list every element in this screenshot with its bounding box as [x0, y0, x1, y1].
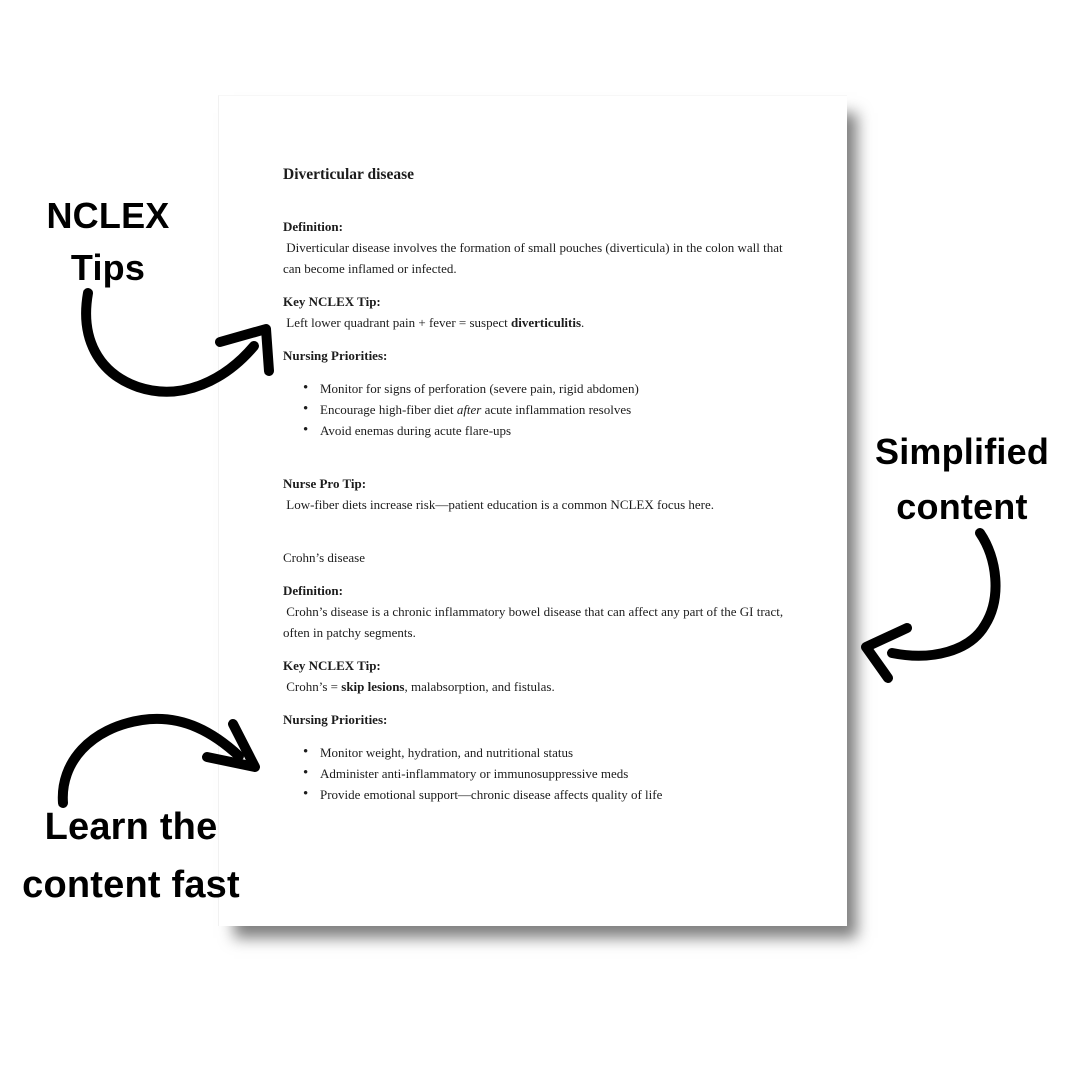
- callout-learn-fast: Learn the content fast: [5, 798, 257, 914]
- key-tip-section: Key NCLEX Tip: Left lower quadrant pain …: [283, 291, 791, 333]
- callout-line: Learn the: [44, 806, 218, 848]
- key-tip-text: Crohn’s = skip lesions, malabsorption, a…: [283, 679, 555, 694]
- document-title: Diverticular disease: [283, 166, 415, 183]
- pro-tip-text: Low-fiber diets increase risk—patient ed…: [283, 497, 715, 512]
- definition-text: Crohn’s disease is a chronic inflammator…: [283, 604, 787, 640]
- crohns-key-tip-section: Key NCLEX Tip: Crohn’s = skip lesions, m…: [283, 655, 791, 697]
- list-item: Encourage high-fiber diet after acute in…: [303, 399, 791, 420]
- list-item: Monitor weight, hydration, and nutrition…: [303, 742, 791, 763]
- priorities-list: Monitor for signs of perforation (severe…: [283, 378, 791, 441]
- document-content: Diverticular disease Definition: Diverti…: [283, 164, 791, 805]
- list-item: Avoid enemas during acute flare-ups: [303, 420, 791, 441]
- definition-heading: Definition:: [283, 583, 343, 598]
- nursing-priorities-heading: Nursing Priorities:: [283, 712, 388, 727]
- curved-arrow-icon: [861, 528, 1001, 683]
- callout-line: content: [896, 486, 1028, 527]
- crohns-subtitle-block: Crohn’s disease: [283, 547, 791, 568]
- priorities-list: Monitor weight, hydration, and nutrition…: [283, 742, 791, 805]
- key-tip-heading: Key NCLEX Tip:: [283, 294, 381, 309]
- nursing-priorities-heading: Nursing Priorities:: [283, 348, 388, 363]
- callout-line: NCLEX: [46, 195, 170, 236]
- crohns-subtitle: Crohn’s disease: [283, 550, 365, 565]
- crohns-definition-section: Definition: Crohn’s disease is a chronic…: [283, 580, 791, 643]
- curved-arrow-icon: [81, 288, 274, 397]
- list-item: Monitor for signs of perforation (severe…: [303, 378, 791, 399]
- pro-tip-section: Nurse Pro Tip: Low-fiber diets increase …: [283, 473, 791, 515]
- key-tip-heading: Key NCLEX Tip:: [283, 658, 381, 673]
- nursing-priorities-section: Nursing Priorities: Monitor for signs of…: [283, 345, 791, 441]
- definition-section: Definition: Diverticular disease involve…: [283, 216, 791, 279]
- list-item: Provide emotional support—chronic diseas…: [303, 784, 791, 805]
- definition-text: Diverticular disease involves the format…: [283, 240, 786, 276]
- list-item: Administer anti-inflammatory or immunosu…: [303, 763, 791, 784]
- callout-line: content fast: [22, 864, 240, 906]
- document-page: Diverticular disease Definition: Diverti…: [218, 95, 847, 926]
- curved-arrow-icon: [57, 713, 260, 808]
- callout-line: Tips: [70, 247, 146, 288]
- pro-tip-heading: Nurse Pro Tip:: [283, 476, 367, 491]
- crohns-nursing-priorities-section: Nursing Priorities: Monitor weight, hydr…: [283, 709, 791, 805]
- callout-simplified-content: Simplified content: [872, 424, 1052, 534]
- callout-nclex-tips: NCLEX Tips: [40, 190, 176, 294]
- callout-line: Simplified: [874, 431, 1050, 472]
- definition-heading: Definition:: [283, 219, 343, 234]
- key-tip-text: Left lower quadrant pain + fever = suspe…: [283, 315, 585, 330]
